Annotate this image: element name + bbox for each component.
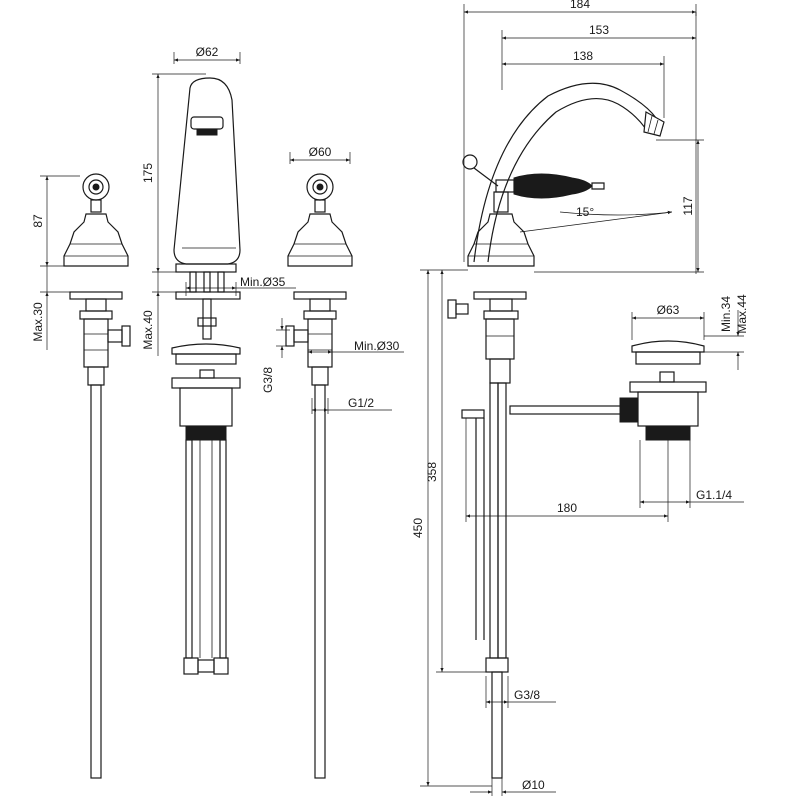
dim-117: 117 [681,196,695,215]
dim-450: 450 [411,518,425,538]
dim-min34: Min.34 [719,296,733,332]
dim-15deg: 15° [576,205,594,219]
right-valve [285,173,353,779]
dim-max30: Max.30 [31,302,45,342]
dim-min35: Min.Ø35 [240,275,286,289]
dim-358: 358 [425,462,439,482]
dim-g12: G1/2 [348,396,374,410]
dim-180: 180 [557,501,577,515]
left-valve [63,173,131,779]
dim-d63: Ø63 [657,303,680,317]
dim-g114: G1.1/4 [696,488,732,502]
side-view-faucet [447,82,665,779]
dim-175: 175 [141,163,155,183]
side-view-drain [619,340,707,441]
center-spout [171,77,241,675]
dim-d10: Ø10 [522,778,545,792]
dim-max40: Max.40 [141,310,155,350]
dim-d60: Ø60 [309,145,332,159]
side-view-dimensions: 184 153 138 117 15° Ø63 Min.34 Max.44 [411,0,749,796]
dim-184: 184 [570,0,590,11]
dim-138: 138 [573,49,593,63]
dim-d62: Ø62 [196,45,219,59]
dim-g38-right: G3/8 [514,688,540,702]
dim-87: 87 [31,214,45,228]
dim-153: 153 [589,23,609,37]
dim-min30: Min.Ø30 [354,339,400,353]
dim-max44: Max.44 [735,294,749,334]
dim-g38-left: G3/8 [261,367,275,393]
left-valve-dimensions: 87 Max.30 [31,175,80,350]
center-spout-dimensions: Ø62 175 Max.40 Min.Ø35 [141,45,296,356]
right-valve-dimensions: Ø60 Min.Ø30 G3/8 G1/2 [261,145,404,414]
